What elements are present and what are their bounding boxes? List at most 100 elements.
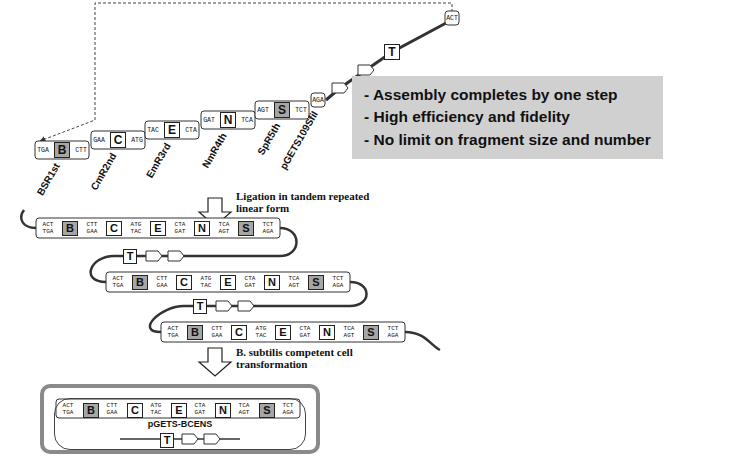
linear-concatemer [36, 218, 280, 238]
node-text: N [198, 222, 206, 235]
sticky-end: TCA AGT [218, 221, 231, 235]
node-text: T [164, 434, 171, 447]
fragment-name: CmR2nd [88, 151, 119, 193]
promoter-symbol [216, 301, 232, 311]
sticky-end: CTA GAT [244, 275, 257, 289]
sticky-end: AGA [312, 97, 324, 104]
sticky-end: TCT AGA [387, 325, 400, 339]
gene-fragment: B [187, 325, 203, 340]
sticky-end: TCT [295, 107, 307, 114]
node-text: C [180, 276, 188, 289]
sticky-end: ATG TAC [150, 402, 163, 416]
promoter-symbol [182, 434, 198, 444]
gene-fragment: C [110, 132, 127, 148]
step-arrow [199, 348, 231, 376]
sticky-end: CTT [75, 147, 87, 154]
sticky-end: ATG TAC [255, 325, 268, 339]
node-text: N [268, 276, 276, 289]
gene-fragment: B [62, 221, 78, 236]
gene-fragment: C [127, 403, 143, 418]
dna-strand [120, 438, 240, 440]
gene-fragment: N [215, 403, 231, 418]
step-label: B. subtilis competent cell transformatio… [236, 346, 376, 370]
gene-fragment: B [54, 142, 71, 158]
node-text: N [323, 326, 331, 339]
sticky-end: ATG [131, 137, 143, 144]
sticky-end: ATG TAC [200, 275, 213, 289]
result-frame [42, 386, 318, 452]
gene-fragment: B [132, 275, 148, 290]
node-text: E [224, 276, 231, 289]
node-text: C [235, 326, 243, 339]
assembled-cassette [56, 399, 300, 418]
sticky-end: ATG TAC [130, 221, 143, 235]
node-text: B [58, 143, 67, 157]
node-text: E [154, 222, 161, 235]
sticky-end: TAC [147, 127, 159, 134]
gene-fragment: S [274, 102, 290, 118]
promoter-symbol [332, 83, 348, 93]
node-text: B [136, 276, 144, 289]
vector-end [445, 11, 459, 25]
sticky-end: CTA GAT [299, 325, 312, 339]
sticky-end: ACT TGA [167, 325, 180, 339]
step-label: Ligation in tandem repeated linear form [236, 190, 386, 214]
sticky-end: TCA AGT [288, 275, 301, 289]
linear-concatemer [106, 272, 350, 292]
linear-concatemer [161, 322, 405, 342]
sticky-end: CTT GAA [211, 325, 224, 339]
fragment-name: EmR3rd [144, 141, 174, 180]
node-text: pGETS-BCENS [55, 419, 305, 429]
plasmid-element: T [123, 249, 138, 264]
node-text: - No limit on fragment size and number [364, 129, 651, 151]
promoter-symbol [358, 65, 374, 75]
node-text: E [279, 326, 286, 339]
vector-end [311, 93, 325, 107]
gene-fragment: N [194, 221, 210, 236]
sticky-end: TCA AGT [238, 402, 251, 416]
gene-fragment: B [83, 403, 99, 418]
gene-fragment: S [259, 403, 274, 418]
fragment-outline [201, 111, 255, 129]
node-text: - High efficiency and fidelity [364, 106, 651, 128]
promoter-symbol [204, 434, 220, 444]
node-text: B [87, 404, 95, 417]
node-text: E [175, 404, 182, 417]
sticky-end: ACT TGA [62, 402, 75, 416]
promoter-symbol [168, 251, 184, 261]
sticky-end: CTT GAA [156, 275, 169, 289]
fragment-outline [255, 101, 309, 119]
dna-strand [21, 210, 36, 228]
gene-fragment: N [319, 325, 335, 340]
sticky-end: TCT AGA [332, 275, 345, 289]
fragment-name: BSR1st [35, 161, 63, 198]
node-text: B [66, 222, 74, 235]
plasmid-element: T [193, 299, 208, 314]
gene-fragment: E [220, 275, 235, 290]
plasmid-element: T [160, 433, 175, 448]
feature-box: - Assembly completes by one step- High e… [352, 76, 663, 159]
sticky-end: AGT [257, 107, 269, 114]
sticky-end: CTA [185, 127, 197, 134]
sticky-end: CTT GAA [86, 221, 99, 235]
sticky-end: GAA [93, 137, 105, 144]
sticky-end: CTA GAT [194, 402, 207, 416]
node-text: C [110, 222, 118, 235]
sticky-end: TGA [37, 147, 49, 154]
gene-fragment: N [264, 275, 280, 290]
gene-fragment: N [220, 112, 237, 128]
fragment-name: NmR4th [200, 131, 230, 170]
node-text: S [263, 404, 270, 417]
fragment-outline [145, 121, 199, 139]
gene-fragment: E [150, 221, 165, 236]
node-text: E [168, 123, 176, 137]
fragment-outline [91, 131, 145, 149]
sticky-end: ACT [446, 15, 458, 22]
plasmid-element: T [384, 44, 399, 60]
gene-fragment: C [176, 275, 192, 290]
fragment-name: pGETS109SfiI [278, 109, 321, 172]
fragment-outline [35, 141, 89, 159]
gene-fragment: E [171, 403, 186, 418]
node-text: T [127, 250, 134, 263]
node-text: T [197, 300, 204, 313]
